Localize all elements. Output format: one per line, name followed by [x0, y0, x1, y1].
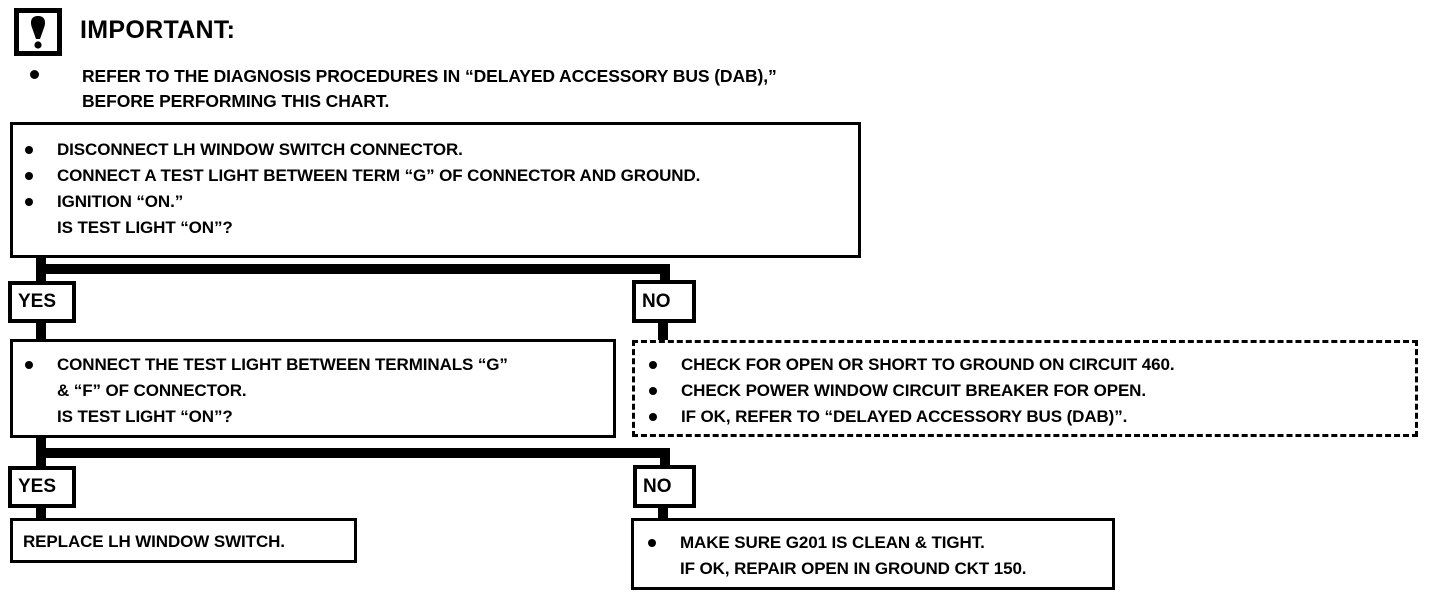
branch2-no-tag: NO	[633, 465, 696, 508]
list-item: CONNECT THE TEST LIGHT BETWEEN TERMINALS…	[21, 352, 613, 378]
bullet-icon	[649, 387, 657, 395]
list-item: IF OK, REPAIR OPEN IN GROUND CKT 150.	[680, 559, 1027, 578]
step2-box: CONNECT THE TEST LIGHT BETWEEN TERMINALS…	[10, 339, 616, 438]
step1-no-result-list: CHECK FOR OPEN OR SHORT TO GROUND ON CIR…	[645, 352, 1415, 430]
step1-box: DISCONNECT LH WINDOW SWITCH CONNECTOR. C…	[10, 122, 861, 258]
list-item: IS TEST LIGHT “ON”?	[57, 407, 233, 426]
exclamation-warning-icon	[14, 8, 62, 56]
list-item: IF OK, REFER TO “DELAYED ACCESSORY BUS (…	[645, 404, 1415, 430]
step1-no-result-box: CHECK FOR OPEN OR SHORT TO GROUND ON CIR…	[632, 340, 1418, 437]
list-item: CHECK POWER WINDOW CIRCUIT BREAKER FOR O…	[645, 378, 1415, 404]
connector-branch2-no-drop	[658, 505, 668, 521]
connector-step1-right-drop	[660, 264, 670, 284]
connector-step1-hbar	[36, 264, 670, 274]
list-item: IS TEST LIGHT “ON”?	[57, 218, 233, 237]
important-title: IMPORTANT:	[80, 16, 236, 44]
header-note: REFER TO THE DIAGNOSIS PROCEDURES IN “DE…	[30, 64, 820, 114]
bullet-icon	[648, 539, 656, 547]
list-item: & “F” OF CONNECTOR.	[57, 381, 247, 400]
connector-step2-hbar	[36, 448, 670, 458]
branch2-yes-label: YES	[18, 476, 57, 497]
connector-step2-right-drop	[660, 448, 670, 468]
connector-branch1-no-drop	[658, 320, 668, 342]
bullet-icon	[25, 198, 33, 206]
step1-list: DISCONNECT LH WINDOW SWITCH CONNECTOR. C…	[21, 137, 858, 241]
branch1-no-label: NO	[642, 290, 671, 312]
connector-branch2-yes-drop	[36, 505, 46, 521]
result-no-list: MAKE SURE G201 IS CLEAN & TIGHT. IF OK, …	[644, 530, 1112, 582]
list-item: DISCONNECT LH WINDOW SWITCH CONNECTOR.	[21, 137, 858, 163]
bullet-icon	[25, 146, 33, 154]
branch1-yes-label: YES	[18, 291, 57, 312]
bullet-icon	[30, 70, 39, 79]
branch2-yes-tag: YES	[8, 466, 76, 508]
list-item: IGNITION “ON.”	[21, 189, 858, 215]
list-item: MAKE SURE G201 IS CLEAN & TIGHT.	[644, 530, 1112, 556]
branch2-no-label: NO	[643, 475, 672, 497]
header-note-text: REFER TO THE DIAGNOSIS PROCEDURES IN “DE…	[82, 66, 777, 111]
connector-step1-left-drop	[36, 264, 46, 284]
list-item: CONNECT A TEST LIGHT BETWEEN TERM “G” OF…	[21, 163, 858, 189]
branch1-yes-tag: YES	[8, 281, 76, 323]
result-yes-text: REPLACE LH WINDOW SWITCH.	[23, 532, 285, 551]
branch1-no-tag: NO	[632, 280, 696, 323]
step2-list: CONNECT THE TEST LIGHT BETWEEN TERMINALS…	[21, 352, 613, 430]
connector-branch1-yes-drop	[36, 320, 46, 342]
result-yes-box: REPLACE LH WINDOW SWITCH.	[10, 518, 357, 563]
bullet-icon	[25, 172, 33, 180]
bullet-icon	[649, 361, 657, 369]
bullet-icon	[649, 413, 657, 421]
connector-step2-left-drop	[36, 448, 46, 468]
connector-step2-stub	[36, 438, 46, 450]
list-item: CHECK FOR OPEN OR SHORT TO GROUND ON CIR…	[645, 352, 1415, 378]
bullet-icon	[25, 361, 33, 369]
result-no-box: MAKE SURE G201 IS CLEAN & TIGHT. IF OK, …	[631, 518, 1115, 590]
